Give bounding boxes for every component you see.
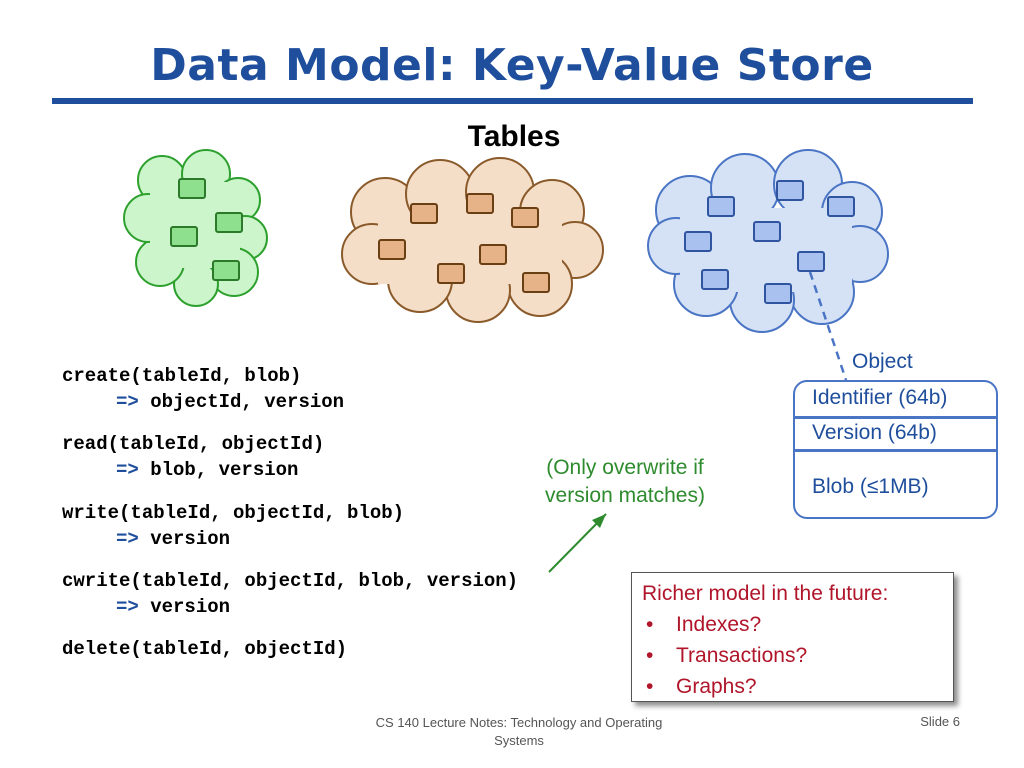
title-underline xyxy=(52,98,973,104)
future-list: • Indexes? • Transactions? • Graphs? xyxy=(642,609,953,702)
api-write-result: => version xyxy=(116,528,230,550)
result-arrow: => xyxy=(116,528,139,550)
api-read-result: => blob, version xyxy=(116,459,298,481)
future-model-box: Richer model in the future: • Indexes? • T… xyxy=(631,572,954,702)
object-version-field: Version (64b) xyxy=(812,421,937,444)
blue-table-cloud xyxy=(647,149,889,381)
api-create-result: => objectId, version xyxy=(116,391,344,413)
api-read-call: read(tableId, objectId) xyxy=(62,433,325,455)
bullet-glyph: • xyxy=(646,644,654,667)
slide-title: Data Model: Key-Value Store xyxy=(150,40,874,91)
future-item-graphs: Graphs? xyxy=(676,675,757,698)
future-heading: Richer model in the future: xyxy=(642,582,889,605)
list-item: • Graphs? xyxy=(642,671,953,702)
list-item: • Transactions? xyxy=(642,640,953,671)
list-item: • Indexes? xyxy=(642,609,953,640)
object-blob-field: Blob (≤1MB) xyxy=(812,475,929,498)
slide-number: Slide 6 xyxy=(920,714,960,729)
result-arrow: => xyxy=(116,459,139,481)
result-text: version xyxy=(150,528,231,550)
object-record-box: Identifier (64b) Version (64b) Blob (≤1M… xyxy=(793,380,998,519)
result-text: version xyxy=(150,596,231,618)
api-delete-call: delete(tableId, objectId) xyxy=(62,638,348,660)
future-item-indexes: Indexes? xyxy=(676,613,762,636)
orange-table-cloud xyxy=(341,157,604,323)
api-create-call: create(tableId, blob) xyxy=(62,365,302,387)
result-text: blob, version xyxy=(150,459,299,481)
green-table-cloud xyxy=(123,149,268,307)
bullet-glyph: • xyxy=(646,675,654,698)
object-identifier-field: Identifier (64b) xyxy=(812,386,948,409)
future-item-transactions: Transactions? xyxy=(676,644,808,667)
api-write-call: write(tableId, objectId, blob) xyxy=(62,502,405,524)
footer-course-text: CS 140 Lecture Notes: Technology and Ope… xyxy=(375,715,663,748)
bullet-glyph: • xyxy=(646,613,654,636)
result-arrow: => xyxy=(116,391,139,413)
result-text: objectId, version xyxy=(150,391,345,413)
object-field-divider xyxy=(795,449,996,452)
api-cwrite-result: => version xyxy=(116,596,230,618)
tables-heading: Tables xyxy=(467,120,561,153)
result-arrow: => xyxy=(116,596,139,618)
cwrite-note: (Only overwrite if version matches) xyxy=(545,456,705,507)
object-field-divider xyxy=(795,416,996,419)
cwrite-note-arrow xyxy=(548,513,607,573)
api-cwrite-call: cwrite(tableId, objectId, blob, version) xyxy=(62,570,519,592)
object-label: Object xyxy=(852,350,913,373)
